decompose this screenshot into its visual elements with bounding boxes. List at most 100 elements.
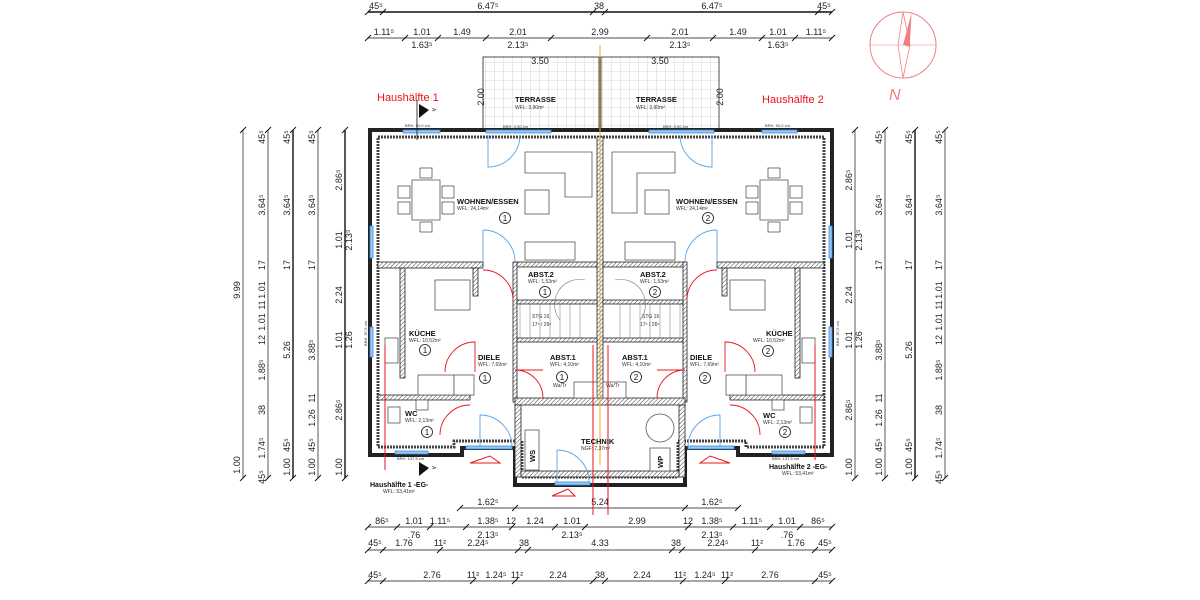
dimension-label: 17 — [307, 260, 317, 270]
dimension-label: 1.01 — [563, 516, 581, 526]
dimension-tick — [341, 474, 349, 482]
dimension-label: 1.63⁵ — [767, 40, 789, 50]
room-area: WFL: 2,13m² — [763, 420, 792, 426]
section-letter: A — [430, 466, 436, 470]
dimension-label: 1.11⁵ — [374, 27, 395, 37]
unit-number: 2 — [783, 428, 788, 437]
unit-number: 1 — [560, 373, 565, 382]
dimension-label: 45⁵ — [282, 130, 292, 144]
sill-height: BRH. 50,0 cm — [765, 123, 791, 128]
dimension-tick — [679, 577, 687, 585]
room-name: DIELE — [478, 353, 500, 362]
dimension-tick — [709, 34, 717, 42]
north-label: N — [889, 87, 901, 104]
dimension-label: 45⁵ — [818, 570, 832, 580]
dimension-label: 11² — [751, 538, 763, 548]
dimension-label: 1.11⁵ — [430, 516, 451, 526]
dimension-tick — [426, 523, 434, 531]
room-name: KÜCHE — [766, 329, 793, 338]
dimension-label: 1.63⁵ — [411, 40, 433, 50]
dimension-tick — [264, 126, 272, 134]
dimension-tick — [851, 474, 859, 482]
dimension-label: 12 — [506, 516, 516, 526]
dimension-label: 1.00 — [874, 458, 884, 476]
dimension-label: 6.47⁵ — [477, 1, 499, 11]
dimension-label: 86⁵ — [375, 516, 389, 526]
dimension-tick — [379, 577, 387, 585]
dimension-tick — [681, 504, 689, 512]
terrace-width-dim: 3.50 — [651, 56, 669, 66]
dimension-label: 3.64⁵ — [904, 194, 914, 216]
room-name: WOHNEN/ESSEN — [676, 197, 738, 206]
dimension-label: 2.24 — [334, 286, 344, 304]
dimension-label: 1.62⁵ — [701, 497, 723, 507]
dimension-tick — [364, 577, 372, 585]
half-1-title: Haushälfte 1 -EG- — [370, 482, 429, 489]
dimension-label: 1.49 — [729, 27, 747, 37]
unit-number: 1 — [543, 288, 548, 297]
dimension-tick — [341, 126, 349, 134]
section-marker-top: A — [419, 104, 436, 118]
dimension-tick — [811, 546, 819, 554]
dimension-tick — [851, 126, 859, 134]
dimension-tick — [758, 34, 766, 42]
dimension-label: 45⁵ — [934, 470, 944, 484]
dimension-label: 1.24⁵ — [694, 570, 716, 580]
room-area: WFL: 2,13m² — [405, 418, 434, 424]
dimension-tick — [941, 474, 949, 482]
dimension-tick — [721, 577, 729, 585]
dimension-label: 3.64⁵ — [874, 194, 884, 216]
room-area: WFL: 10,52m² — [753, 338, 785, 344]
unit-number: 2 — [766, 347, 771, 356]
dimension-label: 1.62⁵ — [477, 497, 499, 507]
dimension-tick — [314, 126, 322, 134]
room-area: WFL: 10,52m² — [409, 338, 441, 344]
dimension-label: 2.76 — [761, 570, 779, 580]
unit-number: 1 — [425, 428, 430, 437]
dimension-label: 2.76 — [423, 570, 441, 580]
dimension-tick — [436, 546, 444, 554]
dimension-tick — [524, 546, 532, 554]
dimension-tick — [601, 577, 609, 585]
sill-height: BRH. 0,00 cm — [503, 124, 529, 129]
dimension-tick — [811, 577, 819, 585]
wp-label: WP — [656, 456, 665, 468]
dimension-tick — [239, 474, 247, 482]
dimension-tick — [589, 577, 597, 585]
dimension-tick — [581, 523, 589, 531]
room-name: ABST.1 — [550, 353, 576, 362]
dimension-tick — [751, 546, 759, 554]
dimension-label: 1.11⁵ — [742, 516, 763, 526]
windows — [369, 129, 833, 486]
dimension-label: .76 — [408, 530, 421, 540]
dimension-label: 1.74⁵ — [934, 437, 944, 459]
rooms-half-2: WOHNEN/ESSEN WFL: 24,14m² KÜCHE WFL: 10,… — [622, 197, 793, 426]
dimension-tick — [729, 523, 737, 531]
dimension-label: 45⁵ — [257, 470, 267, 484]
terrace-area: WFL: 3,90m² — [515, 105, 544, 111]
dimension-tick — [547, 34, 555, 42]
stairs-label: STG 16 — [642, 314, 659, 320]
sill-height: BRH. 50,0 cm — [405, 123, 431, 128]
unit-number: 2 — [634, 373, 639, 382]
dimension-label: 2.13⁵ — [854, 229, 864, 251]
unit-number-marker: 2 — [702, 212, 714, 224]
unit-number-marker: 1 — [419, 344, 431, 356]
dimension-tick — [264, 474, 272, 482]
unit-number-marker: 2 — [649, 286, 661, 298]
dimension-label: 45⁵ — [818, 538, 832, 548]
dimension-tick — [881, 126, 889, 134]
dimension-label: 2.13⁵ — [701, 530, 723, 540]
dimension-tick — [239, 126, 247, 134]
room-name: WC — [405, 409, 418, 418]
dimension-tick — [791, 34, 799, 42]
dimension-label: 1.26 — [307, 409, 317, 427]
terrace-depth-dim: 2.00 — [476, 88, 486, 106]
dimension-tick — [462, 523, 470, 531]
dimension-label: 2.24 — [844, 286, 854, 304]
dimension-label: 3.64⁵ — [282, 194, 292, 216]
dimension-tick — [643, 34, 651, 42]
dimension-label: 9.99 — [232, 281, 242, 299]
